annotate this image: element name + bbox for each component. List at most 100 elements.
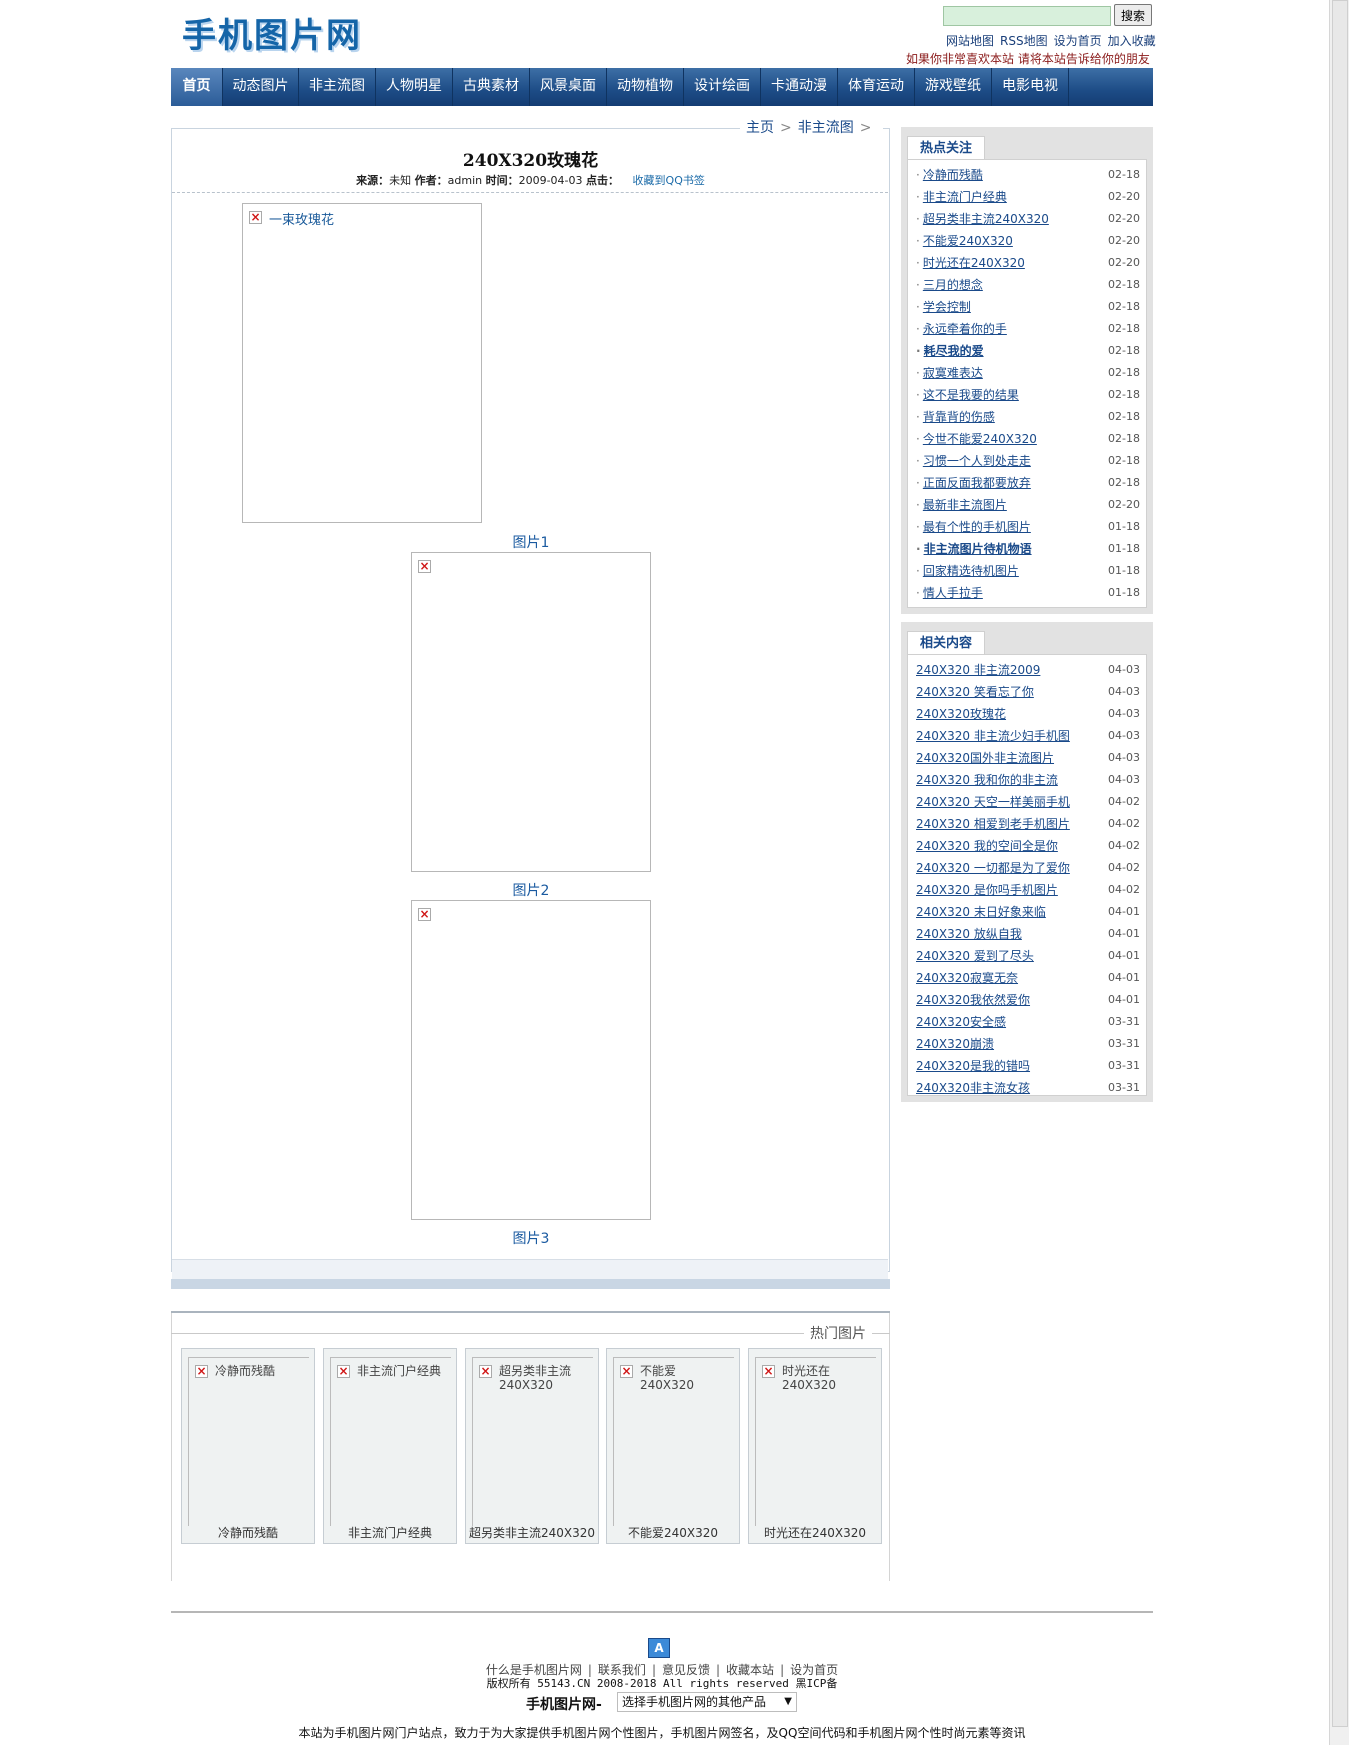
list-item-link[interactable]: 240X320 爱到了尽头 [916, 949, 1034, 963]
hot-topics-tab[interactable]: 热点关注 [907, 136, 986, 161]
related-content-tab[interactable]: 相关内容 [907, 631, 986, 656]
list-item-link[interactable]: 240X320非主流女孩 [916, 1081, 1031, 1095]
list-item-link[interactable]: 时光还在240X320 [916, 252, 1025, 274]
list-item-link[interactable]: 非主流门户经典 [916, 186, 1007, 208]
search-input[interactable] [943, 6, 1111, 26]
footer-link-about[interactable]: 什么是手机图片网 [485, 1663, 582, 1677]
list-item-link[interactable]: 非主流图片待机物语 [916, 538, 1032, 560]
footer-link-favorite[interactable]: 收藏本站 [726, 1663, 775, 1677]
hot-picture-image[interactable]: ×冷静而残酷 [188, 1357, 309, 1526]
hot-picture-caption[interactable]: 非主流门户经典 [347, 1526, 432, 1540]
list-item-link[interactable]: 不能爱240X320 [916, 230, 1013, 252]
list-item-link[interactable]: 240X320崩溃 [916, 1037, 995, 1051]
list-item-link[interactable]: 240X320是我的错吗 [916, 1059, 1031, 1073]
hot-picture-image[interactable]: ×时光还在240X320 [755, 1357, 876, 1526]
scrollbar-thumb[interactable] [1332, 0, 1348, 1727]
hot-picture-caption[interactable]: 冷静而残酷 [217, 1526, 278, 1540]
broken-image-icon: × [195, 1364, 208, 1378]
list-item-link[interactable]: 这不是我要的结果 [916, 384, 1019, 406]
list-item-link[interactable]: 240X320 我和你的非主流 [916, 773, 1058, 787]
hot-picture-card[interactable]: ×冷静而残酷冷静而残酷 [181, 1348, 315, 1544]
list-item-link[interactable]: 今世不能爱240X320 [916, 428, 1037, 450]
list-item-link[interactable]: 回家精选待机图片 [916, 560, 1019, 582]
hot-picture-caption[interactable]: 超另类非主流240X320 [468, 1526, 596, 1540]
list-item-link[interactable]: 背靠背的伤感 [916, 406, 995, 428]
other-products-select[interactable]: 选择手机图片网的其他产品 ▼ [617, 1692, 797, 1712]
footer-link-feedback[interactable]: 意见反馈 [661, 1663, 710, 1677]
list-item-link[interactable]: 240X320 相爱到老手机图片 [916, 817, 1070, 831]
list-item-link[interactable]: 240X320 放纵自我 [916, 927, 1022, 941]
breadcrumb-home[interactable]: 主页 [746, 120, 774, 136]
nav-item-classic[interactable]: 古典素材 [453, 68, 530, 106]
list-item-date: 01-18 [1108, 542, 1140, 555]
article-image-3[interactable]: × [411, 900, 651, 1220]
list-item-link[interactable]: 240X320 非主流2009 [916, 663, 1041, 677]
article-image-2[interactable]: × [411, 552, 651, 872]
add-favorite-link[interactable]: 加入收藏 [1107, 34, 1156, 48]
vertical-scrollbar[interactable] [1329, 0, 1349, 1745]
rss-map-link[interactable]: RSS地图 [1000, 34, 1048, 48]
set-homepage-link[interactable]: 设为首页 [1053, 34, 1102, 48]
list-item-link[interactable]: 最新非主流图片 [916, 494, 1007, 516]
nav-item-design[interactable]: 设计绘画 [684, 68, 761, 106]
hot-picture-image[interactable]: ×不能爱240X320 [613, 1357, 734, 1526]
list-item-link[interactable]: 冷静而残酷 [916, 164, 983, 186]
article-meta: 来源：未知 作者：admin 时间：2009-04-03 点击： 收藏到QQ书签 [171, 172, 890, 188]
list-item-link[interactable]: 240X320寂寞无奈 [916, 971, 1019, 985]
list-item-link[interactable]: 240X320我依然爱你 [916, 993, 1031, 1007]
hot-picture-image[interactable]: ×非主流门户经典 [330, 1357, 451, 1526]
article-image-1[interactable]: × 一束玫瑰花 [242, 203, 482, 523]
site-map-link[interactable]: 网站地图 [946, 34, 995, 48]
nav-item-home[interactable]: 首页 [171, 68, 223, 106]
list-item-link[interactable]: 240X320 笑看忘了你 [916, 685, 1034, 699]
nav-item-scenery[interactable]: 风景桌面 [530, 68, 607, 106]
list-item-link[interactable]: 习惯一个人到处走走 [916, 450, 1031, 472]
nav-item-feizhuliu[interactable]: 非主流图 [299, 68, 376, 106]
breadcrumb-section[interactable]: 非主流图 [797, 120, 854, 136]
article-footer-bar [172, 1259, 888, 1280]
nav-item-movies[interactable]: 电影电视 [992, 68, 1069, 106]
list-item-link[interactable]: 240X320 末日好象来临 [916, 905, 1046, 919]
footer-link-contact[interactable]: 联系我们 [597, 1663, 646, 1677]
list-item-link[interactable]: 240X320 我的空间全是你 [916, 839, 1058, 853]
hot-picture-caption[interactable]: 时光还在240X320 [763, 1526, 867, 1540]
list-item-link[interactable]: 情人手拉手 [916, 582, 983, 604]
nav-item-cartoon[interactable]: 卡通动漫 [761, 68, 838, 106]
list-item-link[interactable]: 最有个性的手机图片 [916, 516, 1031, 538]
list-item-link[interactable]: 寂寞难表达 [916, 362, 983, 384]
top-links: 网站地图 RSS地图设为首页加入收藏 [940, 32, 1156, 49]
list-item-link[interactable]: 永远牵着你的手 [916, 318, 1007, 340]
nav-item-animals[interactable]: 动物植物 [607, 68, 684, 106]
list-item-date: 04-01 [1108, 949, 1140, 962]
hot-picture-card[interactable]: ×非主流门户经典非主流门户经典 [323, 1348, 457, 1544]
list-item-link[interactable]: 240X320 一切都是为了爱你 [916, 861, 1070, 875]
list-item-link[interactable]: 240X320 天空一样美丽手机 [916, 795, 1070, 809]
list-item-link[interactable]: 240X320玫瑰花 [916, 707, 1007, 721]
list-item-link[interactable]: 学会控制 [916, 296, 971, 318]
nav-item-sports[interactable]: 体育运动 [838, 68, 915, 106]
bookmark-qq-link[interactable]: 收藏到QQ书签 [632, 174, 705, 187]
list-item-link[interactable]: 超另类非主流240X320 [916, 208, 1049, 230]
hot-picture-image[interactable]: ×超另类非主流240X320 [472, 1357, 593, 1526]
list-item-link[interactable]: 240X320安全感 [916, 1015, 1007, 1029]
list-item-link[interactable]: 240X320 是你吗手机图片 [916, 883, 1058, 897]
hot-picture-caption[interactable]: 不能爱240X320 [627, 1526, 719, 1540]
list-item-link[interactable]: 耗尽我的爱 [916, 340, 984, 362]
list-item-link[interactable]: 正面反面我都要放弃 [916, 472, 1031, 494]
search-button[interactable]: 搜索 [1114, 4, 1152, 26]
site-logo[interactable]: 手机图片网 [182, 16, 362, 56]
footer-link-homepage[interactable]: 设为首页 [790, 1663, 839, 1677]
list-item-link[interactable]: 240X320国外非主流图片 [916, 751, 1055, 765]
list-item-link[interactable]: 240X320 非主流少妇手机图 [916, 729, 1070, 743]
nav-item-celebrities[interactable]: 人物明星 [376, 68, 453, 106]
list-item-link[interactable]: 三月的想念 [916, 274, 983, 296]
nav-item-games[interactable]: 游戏壁纸 [915, 68, 992, 106]
nav-item-animated[interactable]: 动态图片 [223, 68, 299, 106]
breadcrumb-separator: > [859, 120, 872, 136]
